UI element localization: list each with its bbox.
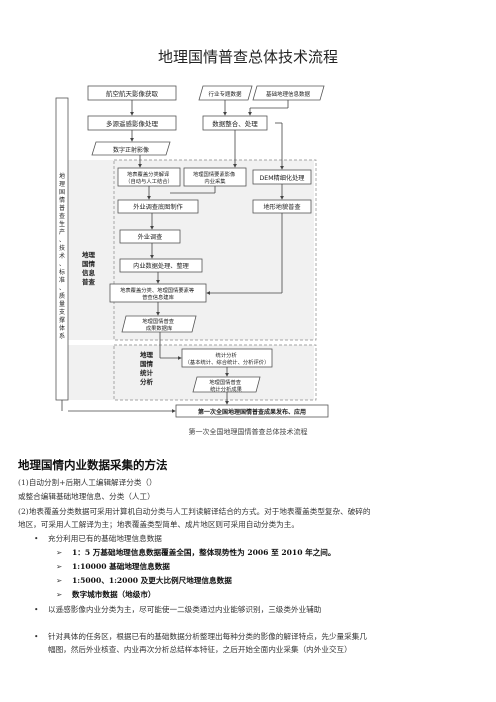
dom-label: 数字正射影像 [113, 146, 149, 154]
thematic-data-label: 行业专题数据 [208, 90, 242, 98]
paragraph-3: (2)地表覆盖分类数据可采用计算机自动分类与人工判读解译结合的方式。对于地表覆盖… [18, 507, 371, 516]
dem-label: DEM精细化处理 [260, 174, 305, 182]
release-box [175, 404, 329, 418]
elements-capture-label: 地理国情要素影像 内业采集 [193, 170, 237, 185]
arrow-marker-3: ➢ [56, 576, 63, 585]
flow-connectors [61, 100, 289, 413]
sub-item-2: 1:10000 基础地理信息数据 [72, 562, 170, 571]
release-label: 第一次全国地理国情普查成果发布、应用 [197, 408, 306, 416]
office-processing-box [119, 258, 203, 273]
stat-result-box [192, 376, 261, 393]
info-build-label: 地表覆盖分类、地理国情要素等 普查信息建库 [120, 286, 196, 301]
thematic-data-box [198, 85, 253, 101]
field-survey-label: 外业调查 [138, 233, 163, 241]
basic-geo-data-label: 基础地理信息数据 [266, 90, 311, 98]
terrain-label: 地形地貌普查 [263, 203, 300, 211]
integration-label: 数据整合、处理 [212, 119, 258, 128]
sub-item-3: 1:5000、1:2000 及更大比例尺地理信息数据 [72, 576, 232, 585]
multisource-processing-label: 多源遥感影像处理 [106, 119, 159, 128]
stat-label: 地理 国情 统计 分析 [140, 350, 155, 386]
census-region [56, 160, 314, 340]
technical-flowchart: 地 理 国 情 普 查 生 产 、 技 术 、 标 准 、 质 量 支 撑 体 … [55, 85, 329, 418]
bullet-item-3b: 幅图，然后外业核查、内业再次分析总结样本特征，之后开始全面内业采集（内外业交互） [48, 645, 352, 654]
bullet-dot-1: • [34, 534, 39, 543]
stat-analysis-label: 统计分析 （基本统计、综合统计、分析评价） [185, 351, 270, 366]
support-system-label: 地 理 国 情 普 查 生 产 、 技 术 、 标 准 、 质 量 支 撑 体 … [59, 172, 67, 340]
stat-result-label: 地理国情普查 统计分析成果 [209, 378, 242, 393]
sub-item-4: 数字城市数据（地级市） [72, 590, 156, 599]
bullet-item-2: 以遥感影像内业分类为主，尽可能使一二级类通过内业能够识别，三级类外业辅助 [48, 605, 322, 614]
section-heading: 地理国情内业数据采集的方法 [18, 458, 168, 472]
paragraph-1: (1)自动分割+后期人工编辑解译分类（） [18, 478, 157, 487]
arrow-marker-2: ➢ [56, 562, 63, 571]
aerial-acquisition-label: 航空航天影像获取 [106, 89, 159, 98]
bullet-dot-3: • [34, 632, 39, 641]
bullet-item-1: 充分利用已有的基础地理信息数据 [48, 534, 162, 543]
basic-geo-data-box [252, 85, 325, 101]
dom-box [91, 141, 171, 156]
base-map-box [117, 199, 199, 214]
census-db-box [121, 315, 197, 333]
page-title: 地理国情普查总体技术流程 [157, 48, 338, 66]
field-survey-box [119, 229, 181, 244]
census-label: 地理 国情 信息 普查 [82, 250, 97, 286]
office-processing-label: 内业数据处理、整理 [133, 262, 189, 270]
paragraph-2: 或整合编辑基础地理信息、分类（人工） [18, 492, 155, 501]
bullet-dot-2: • [34, 605, 39, 614]
classification-label: 地表覆盖分类解译 （自动与人工结合） [125, 170, 173, 185]
base-map-label: 外业调查底图制作 [133, 203, 183, 211]
figure-caption: 第一次全国地理国情普查总体技术流程 [188, 428, 308, 436]
arrow-marker-4: ➢ [56, 590, 63, 599]
bullet-item-3a: 针对具体的任务区，根据已有的基础数据分析整理出每种分类的影像的解译特点，先少量采… [48, 632, 367, 641]
census-db-label: 地理国情普查 成果数据库 [142, 317, 175, 332]
arrow-marker-1: ➢ [56, 548, 63, 557]
sub-item-1: 1：5 万基础地理信息数据覆盖全国，整体现势性为 2006 至 2010 年之间… [72, 548, 336, 557]
paragraph-4: 地区，可采用人工解译为主；地表覆盖类型简单、成片地区则可采用自动分类为主。 [18, 520, 299, 529]
